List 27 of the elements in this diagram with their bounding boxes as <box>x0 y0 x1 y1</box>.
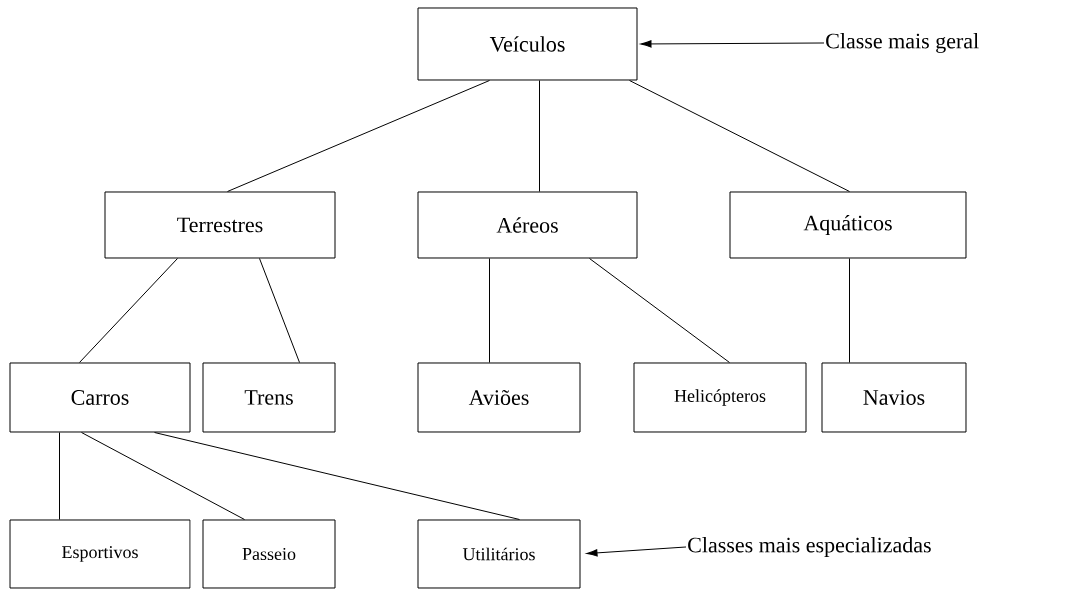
arrow <box>586 546 687 557</box>
connector-line <box>589 258 730 363</box>
class-box: Esportivos <box>9 519 191 589</box>
class-box: Aquáticos <box>729 191 967 259</box>
connector-line <box>489 258 490 363</box>
class-box: Helicópteros <box>633 362 807 433</box>
connector-line <box>259 258 300 363</box>
connector-line <box>629 80 850 192</box>
class-box: Trens <box>202 362 336 433</box>
class-box: Terrestres <box>104 191 336 259</box>
class-box: Carros <box>9 362 191 433</box>
connector-line <box>539 80 540 192</box>
connector-line <box>59 432 60 520</box>
connector-line <box>79 258 178 363</box>
connector-line <box>81 432 245 520</box>
class-box: Utilitários <box>417 519 581 589</box>
class-box: Aviões <box>417 362 581 433</box>
arrow <box>640 40 825 48</box>
connector-line <box>849 258 850 363</box>
annotation-text: Classes mais especializadas <box>688 537 931 557</box>
connector-line <box>227 80 490 192</box>
class-box: Navios <box>821 362 967 433</box>
class-box: Veículos <box>417 7 638 81</box>
class-box: Passeio <box>202 519 336 589</box>
annotation-text: Classe mais geral <box>826 33 979 53</box>
connector-line <box>154 432 520 520</box>
class-box: Aéreos <box>417 191 638 259</box>
